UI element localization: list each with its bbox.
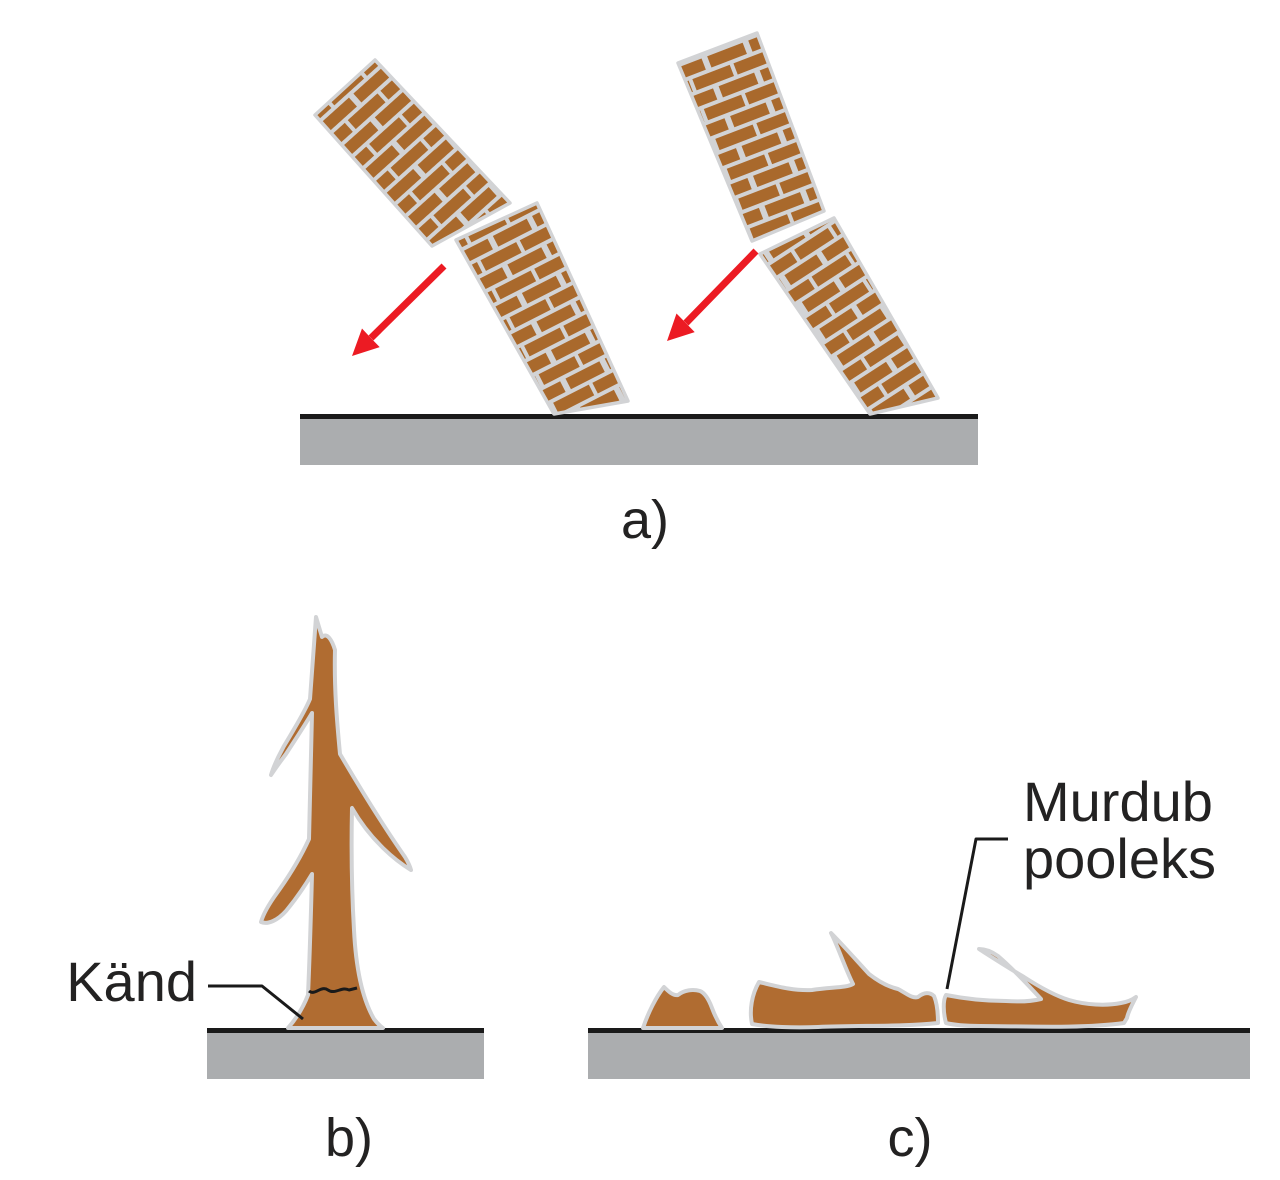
break-callout-leader-line [945,837,1008,990]
chimney-left-upper-segment [313,58,512,248]
arrow-head [667,313,695,341]
panel-a: a) [300,31,978,550]
fall-arrow-left-icon [352,263,447,356]
panel-c: Murdub pooleks c) [588,770,1250,1168]
ground-a [300,414,978,465]
fallen-log-left-piece [748,931,940,1030]
panel-c-label: c) [888,1108,933,1168]
tree-stump [641,985,724,1030]
break-callout-label-line2: pooleks [1023,827,1216,890]
stump-callout-leader-line [208,984,304,1021]
arrow-shaft [683,248,759,326]
panel-a-label: a) [621,490,669,550]
panel-b: Känd b) [66,615,484,1168]
chimney-right-upper-segment [676,31,826,243]
fallen-log-right-piece [941,947,1138,1029]
ground-b [207,1028,484,1079]
break-callout-label-line1: Murdub [1023,770,1213,833]
arrow-head [352,328,380,356]
chimney-right-lower-segment [758,216,940,416]
ground-c [588,1028,1250,1079]
panel-b-label: b) [325,1108,373,1168]
arrow-shaft [368,263,447,341]
stump-callout-label: Känd [66,950,197,1013]
fall-arrow-right-icon [667,248,759,341]
standing-tree-trunk [259,615,413,1030]
chimney-left-lower-segment [454,201,630,416]
trunk-crack-line [308,986,358,994]
